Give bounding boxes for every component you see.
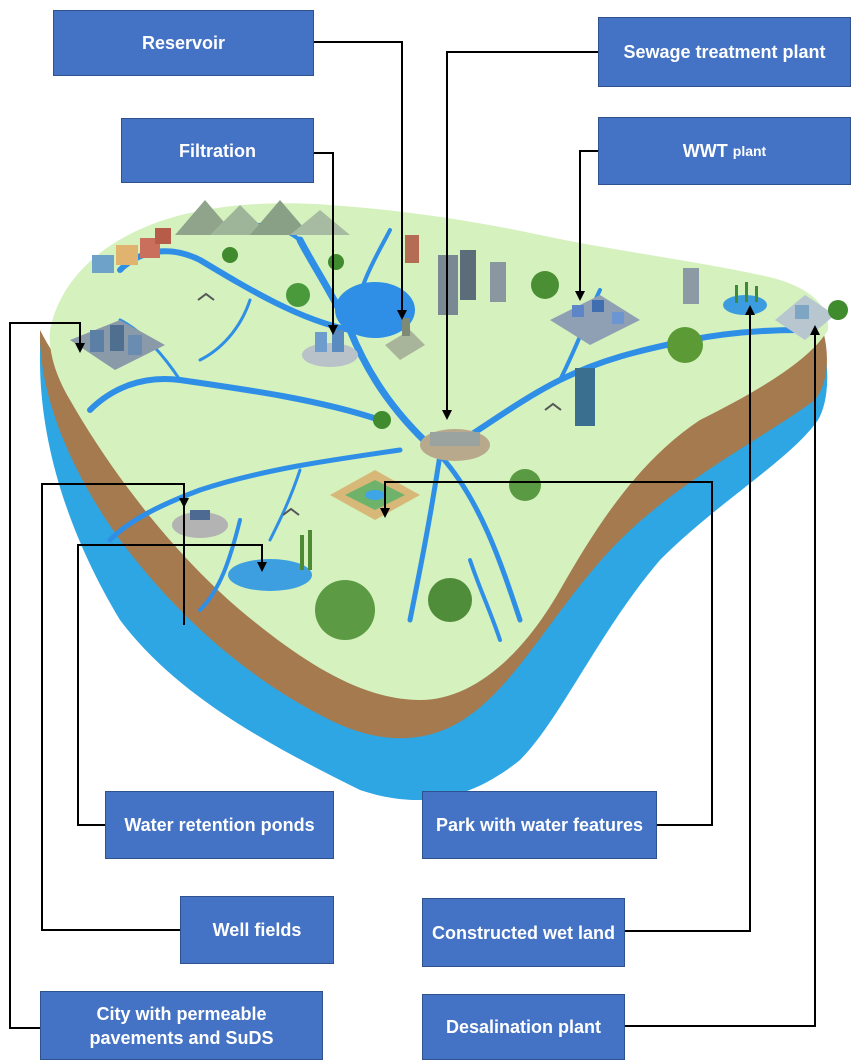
- connector-wetland: [625, 313, 751, 932]
- city-permeable-pavements-label: City with permeable pavements and SuDS: [40, 991, 323, 1060]
- sewage-plant-icon: [420, 429, 490, 461]
- connector-city: [9, 322, 81, 1029]
- connector-lines: [9, 41, 816, 1029]
- tree-icon: [286, 271, 703, 363]
- desalination-plant-label: Desalination plant: [422, 994, 625, 1060]
- reservoir-lake: [335, 282, 415, 338]
- arrowheads: [75, 291, 820, 572]
- reservoir-label: Reservoir: [53, 10, 314, 76]
- connector-park: [384, 481, 713, 826]
- connector-sewage: [446, 51, 598, 412]
- connector-filtration: [314, 152, 334, 327]
- sewage-treatment-plant-label: Sewage treatment plant: [598, 17, 851, 87]
- connector-desalination: [625, 333, 816, 1027]
- wetland-icon: [723, 282, 767, 315]
- connector-well-fields: [41, 483, 185, 931]
- water-retention-ponds-label: Water retention ponds: [105, 791, 334, 859]
- bush-icon: [315, 469, 541, 640]
- retention-pond-icon: [228, 530, 312, 591]
- island-water-base: [40, 330, 828, 800]
- wwt-label-small: plant: [732, 143, 767, 159]
- constructed-wetland-label: Constructed wet land: [422, 898, 625, 967]
- well-fields-label: Well fields: [180, 896, 334, 964]
- connector-retention: [77, 544, 263, 826]
- wwt-plant-icon: [550, 295, 640, 345]
- connector-reservoir: [314, 41, 403, 312]
- skyscraper-icon: [405, 235, 699, 426]
- wwt-label-main: WWT: [682, 141, 728, 161]
- bird-icon: [197, 292, 562, 516]
- desalination-plant-icon: [775, 295, 835, 340]
- island-soil-band: [40, 320, 827, 739]
- wwt-plant-label: WWT plant: [598, 117, 851, 185]
- well-field-icon: [172, 510, 228, 538]
- houses-icon: [92, 228, 171, 273]
- connector-wwt: [579, 150, 598, 293]
- filtration-plant-icon: [302, 330, 358, 367]
- filtration-label: Filtration: [121, 118, 314, 183]
- dam-icon: [385, 318, 425, 360]
- park-with-water-features-label: Park with water features: [422, 791, 657, 859]
- mountains-icon: [175, 200, 350, 235]
- city-block-icon: [70, 320, 165, 370]
